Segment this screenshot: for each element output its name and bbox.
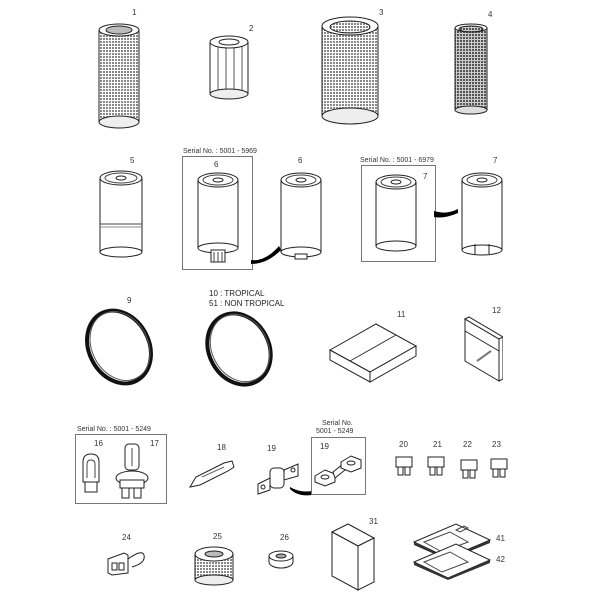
box-31[interactable]: [330, 520, 376, 592]
part-number-7a: 7: [423, 172, 428, 181]
part-number-24: 24: [122, 533, 131, 542]
fuel-filter-replacement-6[interactable]: [278, 170, 324, 262]
part-number-9: 9: [127, 296, 132, 305]
air-filter-element-1[interactable]: [94, 20, 144, 130]
fuel-filter-with-drain-6[interactable]: [194, 170, 242, 266]
serial-range-19-values: 5001 - 5249: [316, 428, 354, 435]
serial-range-16-17: Serial No. : 5001 - 5249: [77, 426, 151, 433]
spin-on-filter-5[interactable]: [96, 168, 146, 260]
oil-filter-element-2[interactable]: [206, 34, 252, 104]
serial-frame-16-17: [75, 434, 167, 504]
part-number-3: 3: [379, 8, 384, 17]
belt-10-51[interactable]: [204, 308, 274, 390]
seal-ring-26[interactable]: [266, 548, 296, 570]
blade-fuse-22[interactable]: [459, 458, 479, 480]
part-number-1: 1: [132, 8, 137, 17]
festoon-bulb-18[interactable]: [188, 455, 236, 491]
blade-fuse-21[interactable]: [426, 455, 446, 477]
replacement-arrow-7: [434, 205, 460, 221]
halogen-bulb-17[interactable]: [114, 440, 150, 500]
part-number-7b: 7: [493, 156, 498, 165]
air-filter-inner-element-4[interactable]: [451, 22, 491, 118]
fusible-link-19[interactable]: [256, 458, 300, 496]
belt-9[interactable]: [84, 305, 154, 389]
part-number-31: 31: [369, 517, 378, 526]
wedge-bulb-16[interactable]: [80, 452, 102, 494]
part-number-18: 18: [217, 443, 226, 452]
belt-note-non-tropical: 51 : NON TROPICAL: [209, 299, 285, 308]
part-number-22: 22: [463, 440, 472, 449]
manual-42[interactable]: [412, 540, 492, 580]
spin-on-filter-replacement-7[interactable]: [459, 170, 505, 258]
serial-frame-6: [182, 156, 253, 270]
part-number-16: 16: [94, 439, 103, 448]
replacement-arrow-6: [251, 236, 283, 264]
part-number-6a: 6: [214, 160, 219, 169]
kit-box-11[interactable]: [328, 318, 418, 384]
serial-frame-19: [311, 437, 366, 495]
serial-range-19-label: Serial No.: [322, 420, 353, 427]
part-number-25: 25: [213, 532, 222, 541]
part-number-26: 26: [280, 533, 289, 542]
part-number-21: 21: [433, 440, 442, 449]
part-number-19b: 19: [320, 442, 329, 451]
air-filter-element-3[interactable]: [318, 14, 382, 126]
fusible-link-replacement-19[interactable]: [313, 452, 363, 488]
part-number-6b: 6: [298, 156, 303, 165]
part-number-2: 2: [249, 24, 254, 33]
part-number-23: 23: [492, 440, 501, 449]
part-number-5: 5: [130, 156, 135, 165]
part-number-4: 4: [488, 10, 493, 19]
part-number-12: 12: [492, 306, 501, 315]
part-number-20: 20: [399, 440, 408, 449]
replacement-arrow-19: [290, 485, 312, 497]
packet-12[interactable]: [463, 315, 503, 385]
part-number-11: 11: [397, 310, 406, 319]
blade-fuse-23[interactable]: [489, 457, 509, 479]
connector-24[interactable]: [106, 545, 150, 577]
blade-fuse-20[interactable]: [394, 455, 414, 477]
serial-range-6: Serial No. : 5001 - 5969: [183, 148, 257, 155]
serial-range-7: Serial No. : 5001 - 6979: [360, 157, 434, 164]
spin-on-filter-7[interactable]: [372, 172, 420, 254]
part-number-19a: 19: [267, 444, 276, 453]
part-number-17: 17: [150, 439, 159, 448]
part-number-41: 41: [496, 534, 505, 543]
strainer-element-25[interactable]: [191, 544, 237, 588]
belt-note-tropical: 10 : TROPICAL: [209, 289, 265, 298]
part-number-42: 42: [496, 555, 505, 564]
